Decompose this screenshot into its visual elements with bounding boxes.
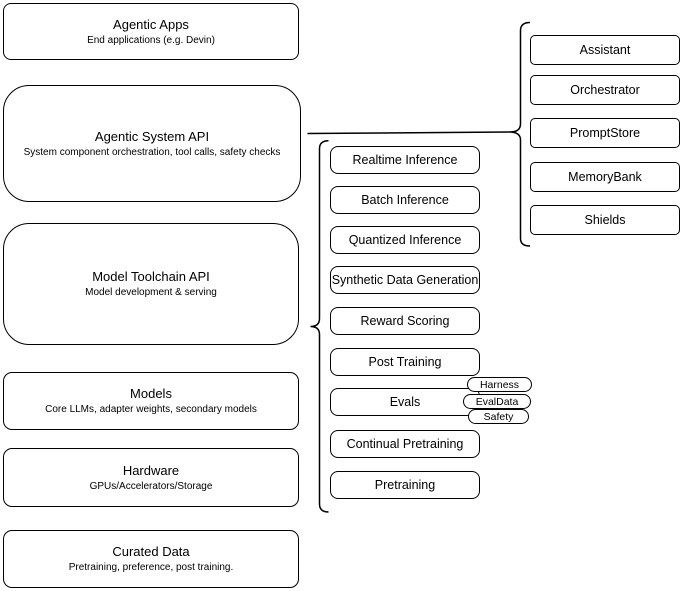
toolchain-item-batch-inference: Batch Inference: [330, 186, 480, 214]
component-label: Shields: [584, 213, 626, 227]
box-title: Hardware: [122, 462, 180, 478]
box-hardware: Hardware GPUs/Accelerators/Storage: [3, 448, 299, 507]
box-model-toolchain-api: Model Toolchain API Model development & …: [3, 223, 299, 345]
eval-badge-label: EvalData: [475, 395, 519, 408]
component-label: Orchestrator: [570, 83, 640, 97]
toolchain-item-label: Quantized Inference: [348, 233, 462, 247]
box-subtitle: System component orchestration, tool cal…: [23, 146, 281, 158]
box-title: Model Toolchain API: [92, 269, 210, 284]
toolchain-item-label: Continual Pretraining: [346, 437, 464, 451]
components-group-brace: [509, 21, 531, 247]
toolchain-group-brace: [310, 140, 329, 513]
box-title: Curated Data: [112, 544, 190, 559]
component-label: PromptStore: [569, 126, 641, 140]
toolchain-item-label: Batch Inference: [361, 193, 449, 207]
eval-badge-evaldata: EvalData: [463, 394, 531, 409]
box-subtitle: Pretraining, preference, post training.: [68, 562, 234, 573]
eval-badge-label: Safety: [483, 410, 514, 423]
component-label: Assistant: [579, 43, 631, 57]
toolchain-item-realtime-inference: Realtime Inference: [330, 146, 480, 174]
toolchain-item-label: Pretraining: [374, 478, 436, 492]
box-title: Models: [130, 386, 172, 401]
component-promptstore: PromptStore: [530, 118, 680, 148]
toolchain-item-evals: Evals: [330, 388, 480, 416]
toolchain-item-post-training: Post Training: [330, 348, 480, 376]
component-assistant: Assistant: [530, 35, 680, 65]
box-agentic-apps: Agentic Apps End applications (e.g. Devi…: [3, 3, 299, 60]
toolchain-item-label: Synthetic Data Generation: [331, 273, 479, 287]
toolchain-item-label: Evals: [389, 395, 421, 409]
toolchain-item-label: Realtime Inference: [352, 153, 458, 167]
box-title: Agentic Apps: [113, 16, 189, 32]
component-shields: Shields: [530, 205, 680, 235]
toolchain-item-label: Post Training: [368, 355, 442, 369]
toolchain-item-synthetic-data-generation: Synthetic Data Generation: [330, 266, 480, 294]
toolchain-item-reward-scoring: Reward Scoring: [330, 307, 480, 335]
box-subtitle: End applications (e.g. Devin): [87, 34, 215, 46]
box-agentic-system-api: Agentic System API System component orch…: [3, 85, 301, 202]
eval-badge-harness: Harness: [467, 377, 532, 392]
eval-badge-label: Harness: [479, 378, 520, 391]
component-orchestrator: Orchestrator: [530, 75, 680, 105]
toolchain-item-quantized-inference: Quantized Inference: [330, 226, 480, 254]
box-subtitle: Core LLMs, adapter weights, secondary mo…: [45, 404, 257, 415]
toolchain-item-continual-pretraining: Continual Pretraining: [330, 430, 480, 458]
box-subtitle: Model development & serving: [85, 287, 217, 298]
box-curated-data: Curated Data Pretraining, preference, po…: [3, 530, 299, 588]
toolchain-item-label: Reward Scoring: [360, 314, 450, 328]
box-models: Models Core LLMs, adapter weights, secon…: [3, 372, 299, 430]
system-api-to-components-line: [307, 131, 510, 135]
eval-badge-safety: Safety: [468, 409, 529, 424]
toolchain-item-pretraining: Pretraining: [330, 471, 480, 499]
box-subtitle: GPUs/Accelerators/Storage: [89, 480, 213, 492]
component-label: MemoryBank: [568, 170, 642, 184]
component-memorybank: MemoryBank: [530, 162, 680, 192]
box-title: Agentic System API: [94, 128, 210, 144]
